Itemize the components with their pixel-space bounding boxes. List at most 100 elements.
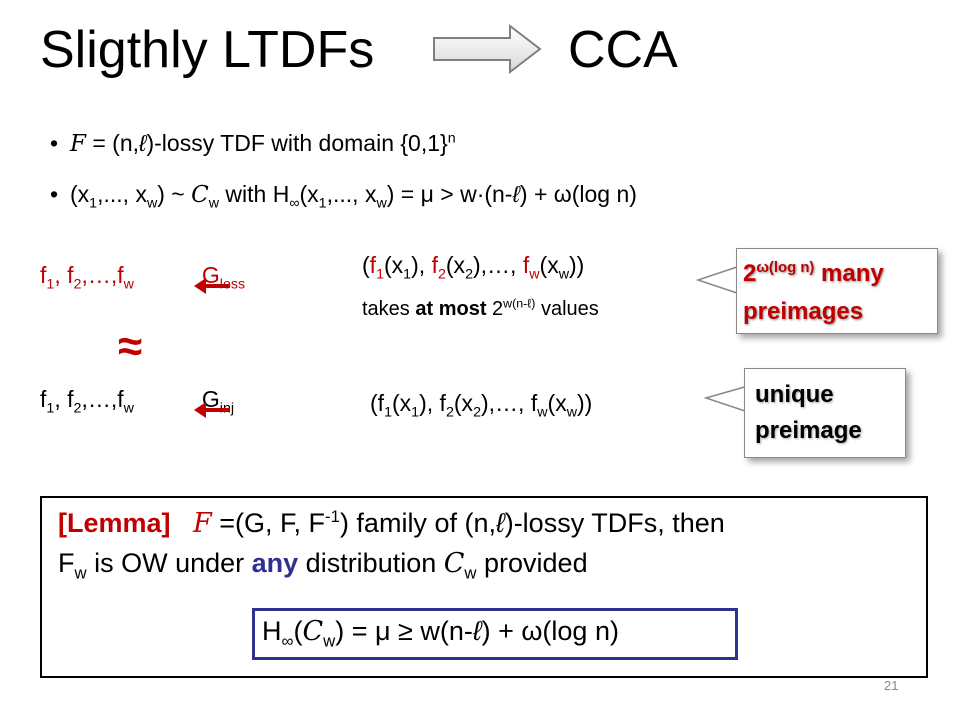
subscript: 1 [403,266,412,283]
text: takes [362,298,416,320]
ell-symbol: ℓ [512,181,520,207]
text: preimage [755,417,862,444]
text: preimages [743,298,864,325]
superscript: -1 [325,507,340,526]
subscript: ∞ [281,631,294,651]
subscript: w [323,631,336,651]
subscript: w [566,404,577,421]
callout-pointer-icon [696,265,741,295]
subscript: w [464,563,477,583]
text: f [369,252,377,278]
subscript: 2 [73,276,82,293]
many-preimages-callout: 2ω(log n) many preimages [736,248,938,334]
subscript: loss [219,276,246,293]
text: many [814,260,884,287]
text: (x [547,390,567,416]
sample-arrow-icon [194,402,230,418]
text: (x [392,390,412,416]
subscript: 1 [384,404,392,421]
text: ,…,f [81,386,124,412]
subscript: 1 [46,400,55,417]
text: G [201,386,220,412]
text: 2 [743,260,757,287]
text: ) + ω(log n) [519,181,637,207]
text: )) [569,252,585,278]
subscript: w [208,195,220,212]
text: (x [384,252,404,278]
slide-title-left: Sligthly LTDFs [40,21,375,79]
text: ) = μ ≥ w(n- [335,616,473,646]
implies-arrow-icon [433,23,542,75]
text: ) + ω(log n) [481,616,619,646]
text: distribution [298,548,444,578]
text: is OW under [86,548,252,578]
script-C: C [443,548,465,579]
text: G [201,262,220,288]
injective-output-tuple: (f1(x1), f2(x2),…, fw(xw)) [370,390,593,420]
subscript: 2 [465,266,473,283]
subscript: 1 [411,404,420,421]
subscript: w [123,276,134,293]
text: , f [54,262,74,288]
min-entropy-formula-box [252,608,738,660]
sample-arrow-icon [194,278,230,294]
subscript: w [123,400,134,417]
injective-family-label: f1, f2,…,fwGinj [40,386,234,416]
page-number: 21 [884,678,899,693]
text: with H [219,181,290,207]
subscript: w [529,266,540,283]
text: provided [476,548,588,578]
text: )-lossy TDFs, then [504,508,725,538]
text: f [522,252,530,278]
text: )-lossy TDF with domain {0,1} [146,130,448,156]
text: ), [411,252,432,278]
script-C: C [191,182,209,208]
text: values [535,298,599,320]
text: ),…, f [481,390,538,416]
text: H [262,616,282,646]
lemma-line-2: Fw is OW under any distribution Cw provi… [58,548,588,583]
emphasis: any [251,548,299,578]
text: (x [453,390,474,416]
text: = (n, [85,130,140,156]
text: unique [755,381,834,408]
text: )) [577,390,593,416]
lemma-tag: [Lemma] [58,508,171,538]
text: ( [362,252,370,278]
lossy-output-tuple: (f1(x1), f2(x2),…, fw(xw)) [362,252,585,282]
ell-symbol: ℓ [472,616,482,646]
subscript: w [74,563,87,583]
bullet-dot: • [50,181,59,207]
text: (f [370,390,385,416]
bullet-2: •(x1,..., xw) ~ Cw with H∞(x1,..., xw) =… [50,169,637,220]
text: ,..., x [97,181,147,207]
subscript: 1 [318,195,327,212]
text: f [40,386,47,412]
superscript: n [447,130,456,147]
subscript: 1 [89,195,98,212]
script-F: F [193,508,212,539]
min-entropy-formula: H∞(Cw) = μ ≥ w(n-ℓ) + ω(log n) [262,616,619,651]
subscript: 2 [437,266,446,283]
subscript: 1 [46,276,55,293]
emphasis: at most [415,298,487,320]
text: ,..., x [326,181,377,207]
text: ,…,f [81,262,124,288]
subscript: 1 [376,266,384,283]
text: ),…, [473,252,523,278]
bullet-list: •F = (n,ℓ)-lossy TDF with domain {0,1}n … [50,118,637,220]
subscript: 2 [445,404,454,421]
text: F [58,548,75,578]
superscript: w(n-ℓ) [503,296,536,311]
lossy-output-note: takes at most 2w(n-ℓ) values [362,296,599,321]
bullet-1: •F = (n,ℓ)-lossy TDF with domain {0,1}n [50,118,637,169]
subscript: w [376,195,387,212]
subscript: w [537,404,548,421]
text: , f [54,386,74,412]
ell-symbol: ℓ [495,508,505,538]
text: ) family of (n, [339,508,496,538]
text: ( [293,616,303,646]
ell-symbol: ℓ [139,130,147,156]
text: (x [70,181,90,207]
